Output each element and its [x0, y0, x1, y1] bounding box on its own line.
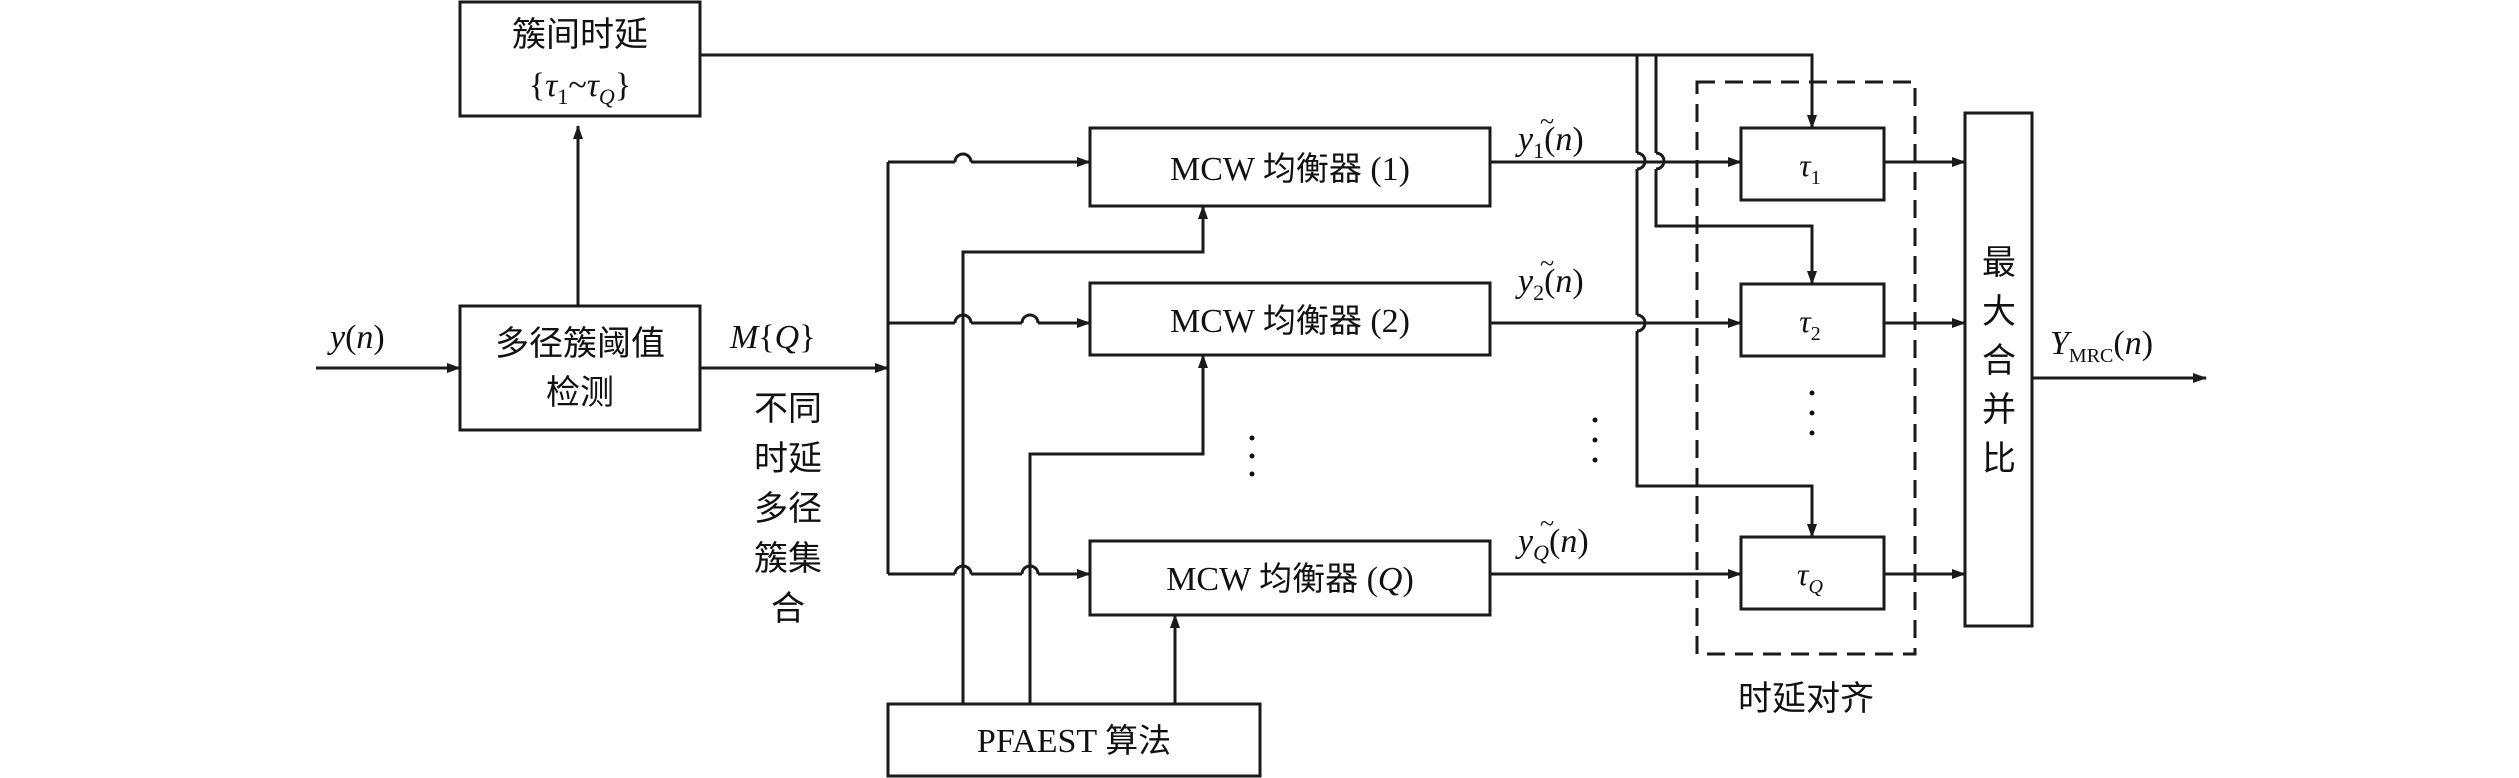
equalizer-2-label: MCW 均衡器 (2) — [1170, 301, 1410, 340]
threshold-detect-block — [458, 304, 702, 432]
tau-q-label: τQ — [1797, 556, 1823, 598]
threshold-detect-line2: 检测 — [546, 373, 614, 413]
pfaest-label: PFAEST 算法 — [977, 721, 1171, 760]
equalizer-2-block — [1088, 281, 1492, 357]
signal-ellipsis — [1592, 417, 1598, 463]
equalizer-q-block — [1088, 539, 1492, 617]
wire-pfaest-to-eq2 — [1028, 354, 1208, 704]
mrc-block — [1963, 111, 2034, 628]
tau-2-label: τ2 — [1799, 303, 1820, 345]
equalizer-q-label: MCW 均衡器 (Q) — [1166, 559, 1414, 598]
svg-text:~: ~ — [1540, 107, 1554, 136]
equalizer-ellipsis — [1249, 435, 1255, 477]
equalizer-1-label: MCW 均衡器 (1) — [1170, 149, 1410, 188]
cluster-set-symbol: M{Q} — [729, 319, 816, 356]
time-align-region — [1695, 80, 1917, 656]
svg-text:不同: 不同 — [754, 389, 822, 429]
svg-text:~: ~ — [1540, 509, 1554, 538]
svg-text:最: 最 — [1982, 243, 2016, 283]
svg-text:簇集: 簇集 — [754, 539, 822, 579]
input-label: y(n) — [327, 319, 385, 356]
wire-delay-to-tauq — [1635, 331, 1817, 538]
svg-text:并: 并 — [1982, 390, 2016, 430]
svg-text:y1(n): y1(n) — [1515, 121, 1584, 163]
wire-delay-to-tau2 — [1654, 169, 1817, 285]
svg-text:时延: 时延 — [754, 439, 822, 479]
inter-cluster-delay-block — [458, 0, 702, 118]
svg-text:比: 比 — [1982, 439, 2016, 479]
svg-text:y2(n): y2(n) — [1515, 263, 1584, 305]
tau-1-label: τ1 — [1799, 147, 1820, 189]
svg-text:~: ~ — [1540, 249, 1554, 278]
yq-label: ~ yQ(n) — [1515, 509, 1589, 565]
cluster-set-caption: 不同 时延 多径 簇集 合 — [754, 389, 822, 629]
pfaest-block — [886, 702, 1262, 778]
time-align-label: 时延对齐 — [1738, 679, 1874, 719]
svg-text:yQ(n): yQ(n) — [1515, 523, 1589, 565]
threshold-detect-line1: 多径簇阈值 — [495, 324, 665, 364]
output-label: YMRC(n) — [2050, 325, 2153, 367]
svg-text:合: 合 — [1982, 341, 2016, 381]
svg-text:多径: 多径 — [754, 489, 822, 529]
mrc-label: 最 大 合 并 比 — [1982, 243, 2016, 479]
wire-delay-to-tau1 — [1656, 53, 1817, 129]
inter-cluster-delay-line2: {τ1~τQ} — [529, 67, 631, 109]
svg-text:大: 大 — [1982, 292, 2016, 332]
tau-1-block — [1739, 126, 1886, 202]
y2-label: ~ y2(n) — [1515, 249, 1584, 305]
tau-2-block — [1739, 282, 1886, 358]
equalizer-1-block — [1088, 126, 1492, 208]
inter-cluster-delay-line1: 簇间时延 — [512, 15, 648, 55]
tau-q-block — [1739, 535, 1886, 611]
svg-text:合: 合 — [771, 589, 805, 629]
tau-ellipsis — [1809, 390, 1815, 436]
y1-label: ~ y1(n) — [1515, 107, 1584, 163]
wire-pfaest-to-eq1 — [961, 205, 1208, 704]
